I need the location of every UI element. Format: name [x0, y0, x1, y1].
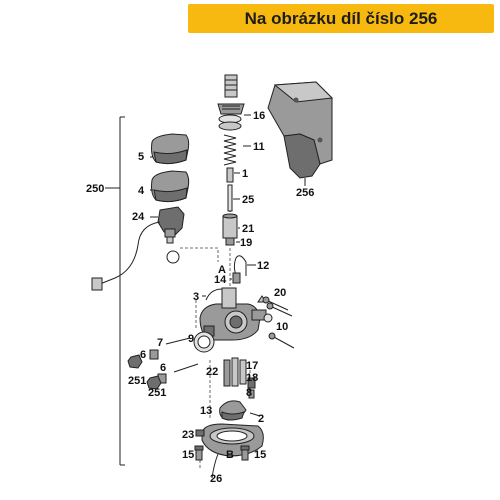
- part-17-needle-jet: [239, 359, 256, 389]
- callout-11: 11: [253, 141, 265, 153]
- part-251-nut-upper: [127, 354, 143, 369]
- group-bracket-250: [105, 116, 125, 466]
- carburetor-body: [199, 287, 273, 341]
- part-stack-top: [217, 74, 251, 246]
- callout-16: 16: [253, 110, 265, 122]
- part-256-heat-shield: [267, 81, 334, 186]
- callout-A-top: A: [218, 264, 226, 276]
- part-26-drain-hose: [211, 453, 219, 479]
- callout-6-lower: 6: [160, 362, 166, 374]
- part-10-screw: [268, 332, 295, 349]
- callout-B: B: [226, 449, 234, 461]
- callout-251-lower: 251: [148, 387, 166, 399]
- part-15-screw-left: [194, 445, 204, 461]
- callout-10: 10: [276, 321, 288, 333]
- callout-7: 7: [157, 337, 163, 349]
- callout-15-left: 15: [182, 449, 194, 461]
- callout-9: 9: [188, 333, 194, 345]
- part-24-choke-assembly: [91, 206, 185, 291]
- callout-17: 17: [246, 360, 258, 372]
- callout-22: 22: [206, 366, 218, 378]
- callout-8: 8: [246, 387, 252, 399]
- callout-13: 13: [200, 405, 212, 417]
- part-number-banner: Na obrázku díl číslo 256: [188, 4, 494, 33]
- callout-1: 1: [242, 168, 248, 180]
- part-14-screw: [230, 272, 241, 284]
- callout-20: 20: [274, 287, 286, 299]
- callout-25: 25: [242, 194, 254, 206]
- part-13-float: [219, 400, 247, 421]
- part-18-pin: [248, 389, 255, 399]
- part-251-nut-lower: [146, 375, 162, 390]
- callout-5: 5: [138, 151, 144, 163]
- callout-6-upper: 6: [140, 349, 146, 361]
- part-6-washer-upper: [149, 349, 159, 360]
- callout-2: 2: [258, 413, 264, 425]
- callout-24: 24: [132, 211, 145, 223]
- callout-256: 256: [296, 187, 314, 199]
- callout-23: 23: [182, 429, 194, 441]
- callout-4: 4: [138, 185, 145, 197]
- callout-251-upper: 251: [128, 375, 146, 387]
- callout-250: 250: [86, 183, 104, 195]
- banner-text: Na obrázku díl číslo 256: [244, 9, 438, 28]
- callout-21: 21: [242, 223, 254, 235]
- callout-15-right: 15: [254, 449, 266, 461]
- part-2-pin: [249, 412, 261, 417]
- callout-18: 18: [246, 372, 258, 384]
- callout-3: 3: [193, 291, 199, 303]
- part-7-stud: [165, 337, 199, 373]
- part-9-gasket: [193, 331, 215, 353]
- part-15-screw-right: [240, 445, 250, 461]
- callout-14: 14: [214, 274, 227, 286]
- part-5-boot: [150, 133, 190, 165]
- callout-12: 12: [257, 260, 269, 272]
- callout-labels: 5 4 24 250 16 11 1 25 21 19 256 12 A 14 …: [86, 110, 314, 485]
- part-4-boot: [150, 170, 190, 203]
- callout-26: 26: [210, 473, 222, 485]
- callout-19: 19: [240, 237, 252, 249]
- part-22-jet: [223, 357, 239, 387]
- part-20-screw: [262, 296, 293, 317]
